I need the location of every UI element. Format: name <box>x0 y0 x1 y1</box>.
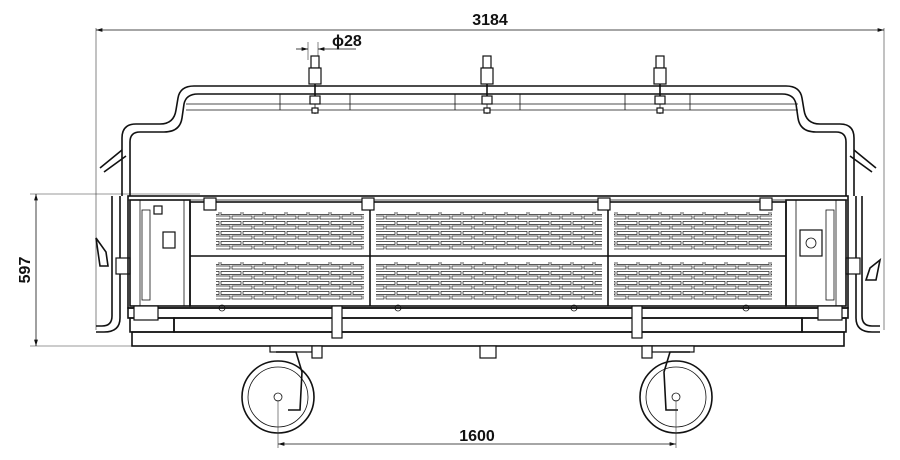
chassis <box>127 304 849 359</box>
grille-panel <box>216 262 364 300</box>
dimension-pipe-diameter: ϕ28 <box>296 33 362 60</box>
caster-wheel-left <box>241 345 323 434</box>
dimension-height: 597 <box>17 193 200 347</box>
dimension-wheel-spacing: 1600 <box>277 400 677 448</box>
hanger-post-left <box>308 55 322 114</box>
height-label: 597 <box>17 257 34 284</box>
side-handle-right <box>845 149 882 333</box>
grille-panel <box>376 212 602 250</box>
wheel-spacing-label: 1600 <box>459 428 495 445</box>
side-handle-left <box>95 149 131 333</box>
hanger-post-center <box>480 55 494 114</box>
pipe-diameter-label: ϕ28 <box>332 33 362 50</box>
grille-frame <box>189 197 787 307</box>
handrail <box>121 85 855 196</box>
overall-width-label: 3184 <box>472 12 508 29</box>
cabinet-body <box>127 195 849 309</box>
dimension-overall-width: 3184 <box>95 12 885 330</box>
hanger-post-right <box>653 55 667 114</box>
grille-panels <box>216 212 772 300</box>
grille-panel <box>614 212 772 250</box>
grille-panel <box>376 262 602 300</box>
grille-panel <box>614 262 772 300</box>
grille-panel <box>216 212 364 250</box>
